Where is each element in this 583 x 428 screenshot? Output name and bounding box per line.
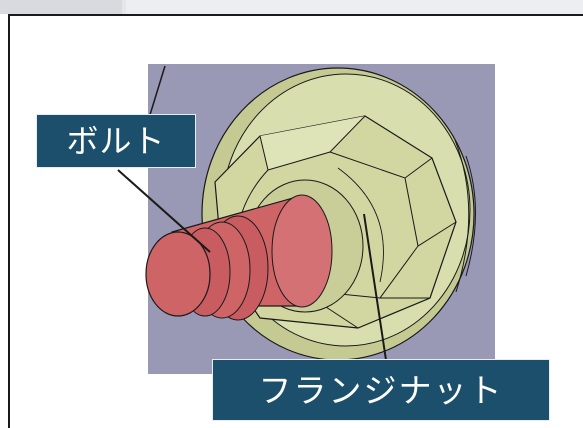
- edge-line: [148, 65, 166, 119]
- top-toolbar-strip: [0, 0, 583, 14]
- nut-leader-line: [363, 213, 387, 361]
- bolt-shank: [145, 194, 333, 321]
- bolt-leader-line: [117, 169, 211, 253]
- flange-nut-callout-label: フランジナット: [212, 359, 550, 421]
- bolt-callout-label: ボルト: [36, 114, 196, 168]
- toolbar-tab-right: [126, 0, 583, 14]
- figure-frame: [8, 14, 583, 428]
- toolbar-tab-left: [0, 0, 122, 14]
